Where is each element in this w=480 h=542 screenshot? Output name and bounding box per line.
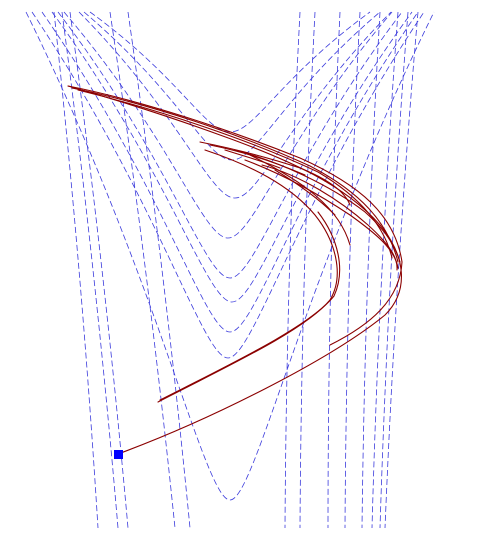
family-curve (344, 11, 361, 529)
family-curve (53, 11, 99, 529)
start-point-marker (114, 450, 123, 459)
family-curve (41, 11, 419, 333)
family-curve (57, 11, 403, 279)
family-curve (361, 11, 381, 529)
trajectory (67, 85, 403, 455)
trajectory-strand (199, 141, 351, 206)
family-curve (384, 11, 419, 529)
family-curve (299, 11, 316, 529)
trajectory-strand (67, 85, 403, 346)
trajectory-strand (209, 144, 306, 176)
family-curve (31, 11, 425, 359)
trajectory-strand (261, 164, 398, 271)
trajectory-strand (159, 211, 341, 401)
family-curve (371, 11, 399, 529)
trajectory-strand (244, 159, 399, 269)
trajectory-strand (249, 154, 351, 246)
family-curve (327, 11, 341, 529)
curve-family (25, 11, 435, 529)
family-curve (63, 11, 393, 239)
family-curve (379, 11, 409, 529)
family-curve (284, 11, 301, 529)
trajectory-strand (224, 149, 281, 169)
family-curve (51, 11, 413, 303)
family-curve (78, 11, 392, 199)
trajectory-strand (157, 149, 338, 403)
trajectory-strand (67, 85, 402, 455)
trajectory-strand (71, 87, 399, 263)
trajectory-strand (274, 169, 336, 216)
